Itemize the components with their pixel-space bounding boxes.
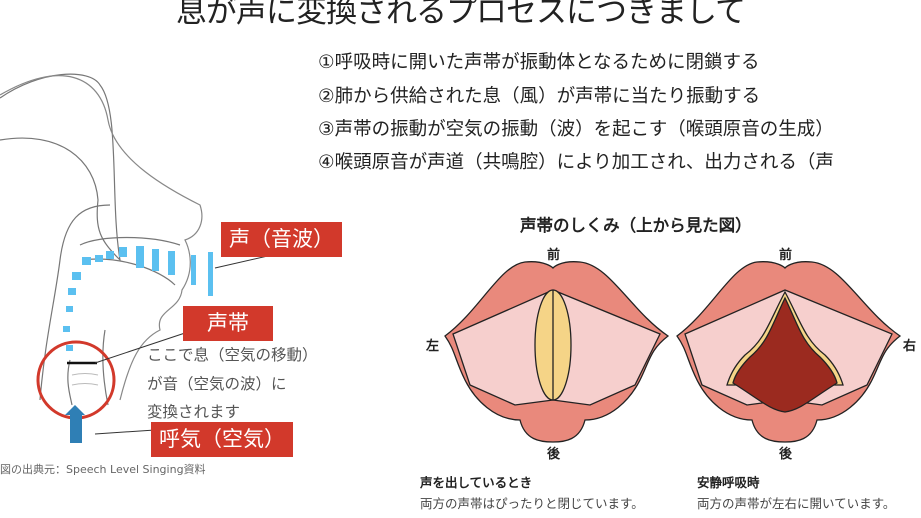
left-side-label: 左 — [426, 339, 440, 354]
vocal-cords-heading: 声帯のしくみ（上から見た図） — [520, 216, 752, 235]
vocal-cords-open-drawing — [676, 261, 902, 443]
voicing-description: 両方の声帯はぴったりと閉じています。 — [420, 496, 644, 511]
breathing-title: 安静呼吸時 — [697, 475, 760, 490]
leader-lines — [94, 254, 273, 435]
vocal-cords-label: 声帯 — [183, 306, 273, 341]
front-label-left: 前 — [547, 248, 561, 263]
step-1: ①呼吸時に開いた声帯が振動体となるために閉鎖する — [318, 52, 760, 73]
slide-title: 息が声に変換されるプロセスにつきまして — [175, 0, 746, 30]
step-2: ②肺から供給された息（風）が声帯に当たり振動する — [318, 86, 761, 107]
front-label-right: 前 — [779, 248, 793, 263]
breath-arrow-icon — [65, 405, 85, 443]
breath-label: 呼気（空気） — [151, 422, 293, 457]
back-label-right: 後 — [779, 447, 793, 462]
voicing-title: 声を出しているとき — [420, 475, 533, 490]
voice-label: 声（音波） — [221, 222, 342, 257]
step-4: ④喉頭原音が声道（共鳴腔）により加工され、出力される（声 — [318, 152, 834, 173]
note-line-2: が音（空気の波）に — [147, 375, 287, 393]
back-label-left: 後 — [547, 447, 561, 462]
step-3: ③声帯の振動が空気の振動（波）を起こす（喉頭原音の生成） — [318, 119, 834, 140]
breathing-description: 両方の声帯が左右に開いています。 — [697, 496, 896, 511]
sound-wave-marks — [63, 246, 213, 351]
vocal-cords-closed-drawing — [444, 261, 670, 443]
right-side-label: 右 — [903, 339, 917, 354]
note-line-3: 変換されます — [147, 403, 241, 421]
note-line-1: ここで息（空気の移動） — [147, 346, 318, 364]
image-credit: 図の出典元：Speech Level Singing資料 — [0, 463, 206, 476]
